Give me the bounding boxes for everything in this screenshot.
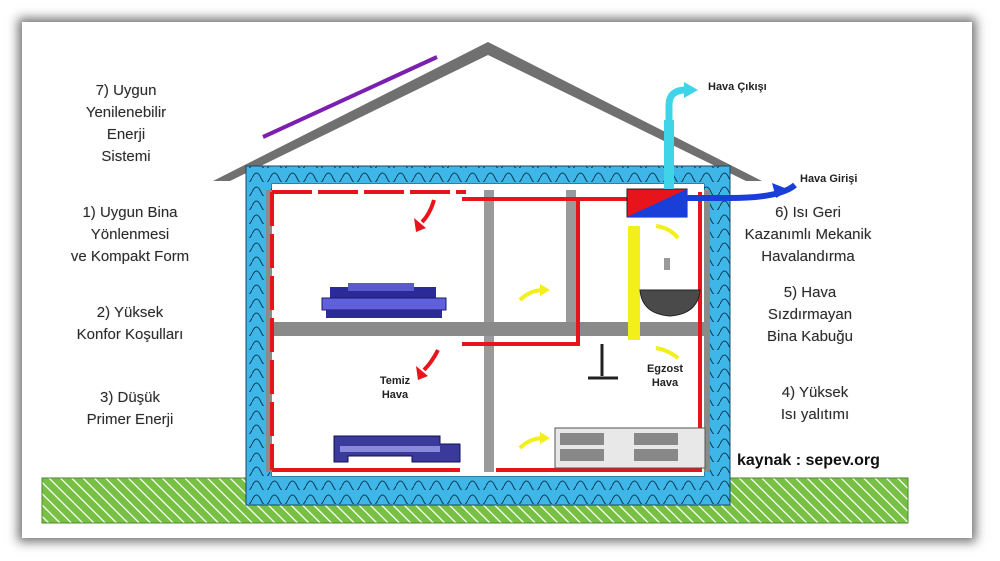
outlet-arrow-icon: [665, 86, 687, 120]
label-exhaust-air: Egzost Hava: [640, 362, 690, 390]
label-line: 1) Uygun Bina: [82, 204, 178, 221]
supply-ducts: [270, 190, 702, 472]
label-envelope: 5) Hava Sızdırmayan Bina Kabuğu: [740, 282, 880, 348]
label-air-intake: Hava Girişi: [800, 173, 858, 185]
label-line: Bina Kabuğu: [767, 328, 853, 345]
label-line: Sistemi: [101, 148, 151, 165]
label-line: Isı yalıtımı: [780, 406, 850, 423]
label-line: Hava: [651, 377, 679, 389]
label-line: Yenilenebilir: [85, 104, 167, 121]
label-line: ve Kompakt Form: [70, 248, 190, 265]
label-line: 4) Yüksek: [781, 384, 849, 401]
roof: [213, 42, 762, 181]
label-line: Konfor Koşulları: [76, 326, 184, 343]
bed-icon: [321, 283, 447, 318]
label-air-outlet: Hava Çıkışı: [708, 81, 767, 93]
label-line: Yönlenmesi: [90, 226, 170, 243]
label-line: 7) Uygun: [95, 82, 157, 99]
label-fresh-air: Temiz Hava: [370, 374, 420, 402]
intake-arrow-icon: [687, 182, 797, 201]
source-credit: kaynak : sepev.org: [737, 452, 880, 469]
label-orientation: 1) Uygun Bina Yönlenmesi ve Kompakt Form: [55, 202, 205, 268]
label-line: 2) Yüksek: [96, 304, 164, 321]
label-heat-recovery: 6) Isı Geri Kazanımlı Mekanik Havalandır…: [728, 202, 888, 268]
label-line: Hava: [381, 389, 409, 401]
label-line: Enerji: [106, 126, 146, 143]
sofa-icon: [333, 435, 461, 463]
kitchen-icon: [554, 427, 706, 469]
label-line: 3) Düşük: [99, 389, 161, 406]
bathtub-icon: [639, 258, 701, 317]
label-comfort: 2) Yüksek Konfor Koşulları: [55, 302, 205, 346]
floor-slab: [272, 322, 704, 336]
label-insulation: 4) Yüksek Isı yalıtımı: [760, 382, 870, 426]
fresh-air-arrows: [420, 199, 440, 372]
label-line: Kazanımlı Mekanik: [744, 226, 872, 243]
label-renewable: 7) Uygun Yenilenebilir Enerji Sistemi: [72, 80, 180, 168]
label-line: Sızdırmayan: [767, 306, 853, 323]
label-line: 6) Isı Geri: [775, 204, 841, 221]
label-line: Egzost: [646, 363, 684, 375]
label-line: Temiz: [379, 375, 411, 387]
exhaust-stack: [664, 120, 674, 189]
label-line: Primer Enerji: [86, 411, 174, 428]
label-line: 5) Hava: [783, 284, 837, 301]
table-icon: [588, 344, 618, 380]
heat-exchanger-icon: [626, 188, 688, 218]
label-primary-energy: 3) Düşük Primer Enerji: [55, 387, 205, 431]
label-line: Havalandırma: [761, 248, 855, 265]
solar-panel-icon: [262, 55, 438, 139]
